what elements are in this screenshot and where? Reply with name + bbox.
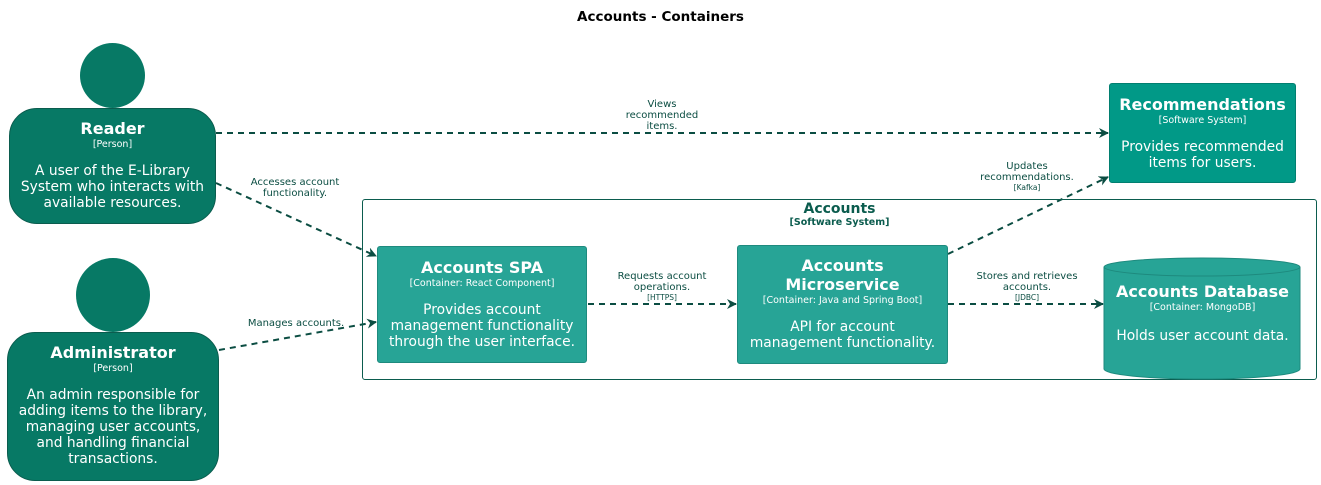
accounts-spa-container: Accounts SPA [Container: React Component… <box>377 246 587 363</box>
administrator-person: Administrator [Person] An admin responsi… <box>7 332 219 481</box>
edge-label-reader-recommendations: Views recommended items. <box>625 99 699 132</box>
edge-label-admin-spa: Manages accounts. <box>247 318 345 329</box>
accounts-microservice-container: Accounts Microservice [Container: Java a… <box>737 245 948 364</box>
accounts-microservice-type: [Container: Java and Spring Boot] <box>762 295 923 306</box>
administrator-name: Administrator <box>50 343 176 362</box>
accounts-spa-type: [Container: React Component] <box>409 278 555 289</box>
recommendations-name: Recommendations <box>1119 95 1286 114</box>
recommendations-type: [Software System] <box>1158 115 1247 126</box>
reader-name: Reader <box>80 119 145 138</box>
edge-label-microservice-recommendations: Updates recommendations. [Kafka] <box>980 161 1074 192</box>
reader-person: Reader [Person] A user of the E-Library … <box>9 108 216 224</box>
administrator-type: [Person] <box>93 363 133 374</box>
accounts-microservice-description: API for account management functionality… <box>749 319 936 351</box>
accounts-boundary-name: Accounts <box>803 201 876 217</box>
accounts-database-type: [Container: MongoDB] <box>1149 302 1256 313</box>
recommendations-description: Provides recommended items for users. <box>1121 139 1284 171</box>
reader-description: A user of the E-Library System who inter… <box>20 163 205 211</box>
accounts-boundary <box>362 199 1317 380</box>
accounts-spa-name: Accounts SPA <box>420 258 544 277</box>
edge-label-spa-microservice: Requests account operations. [HTTPS] <box>617 271 707 302</box>
diagram-title: Accounts - Containers <box>577 9 744 25</box>
accounts-database-cylinder <box>1103 257 1301 380</box>
accounts-database-container: Accounts Database [Container: MongoDB] H… <box>1103 282 1302 344</box>
reader-person-icon <box>80 43 145 108</box>
recommendations-system: Recommendations [Software System] Provid… <box>1109 83 1296 183</box>
accounts-microservice-name: Accounts Microservice <box>785 256 900 294</box>
edge-label-reader-spa: Accesses account functionality. <box>250 177 340 199</box>
reader-type: [Person] <box>92 139 133 150</box>
edge-microservice-recommendations <box>947 176 1109 255</box>
administrator-description: An admin responsible for adding items to… <box>18 387 208 467</box>
accounts-boundary-type: [Software System] <box>789 217 890 228</box>
administrator-person-icon <box>76 258 150 332</box>
edge-reader-spa <box>215 182 377 257</box>
edge-admin-spa <box>218 318 377 351</box>
accounts-database-description: Holds user account data. <box>1116 328 1289 344</box>
accounts-database-name: Accounts Database <box>1115 282 1289 301</box>
accounts-spa-description: Provides account management functionalit… <box>388 302 576 350</box>
edge-label-microservice-database: Stores and retrieves accounts. [JDBC] <box>976 271 1078 302</box>
